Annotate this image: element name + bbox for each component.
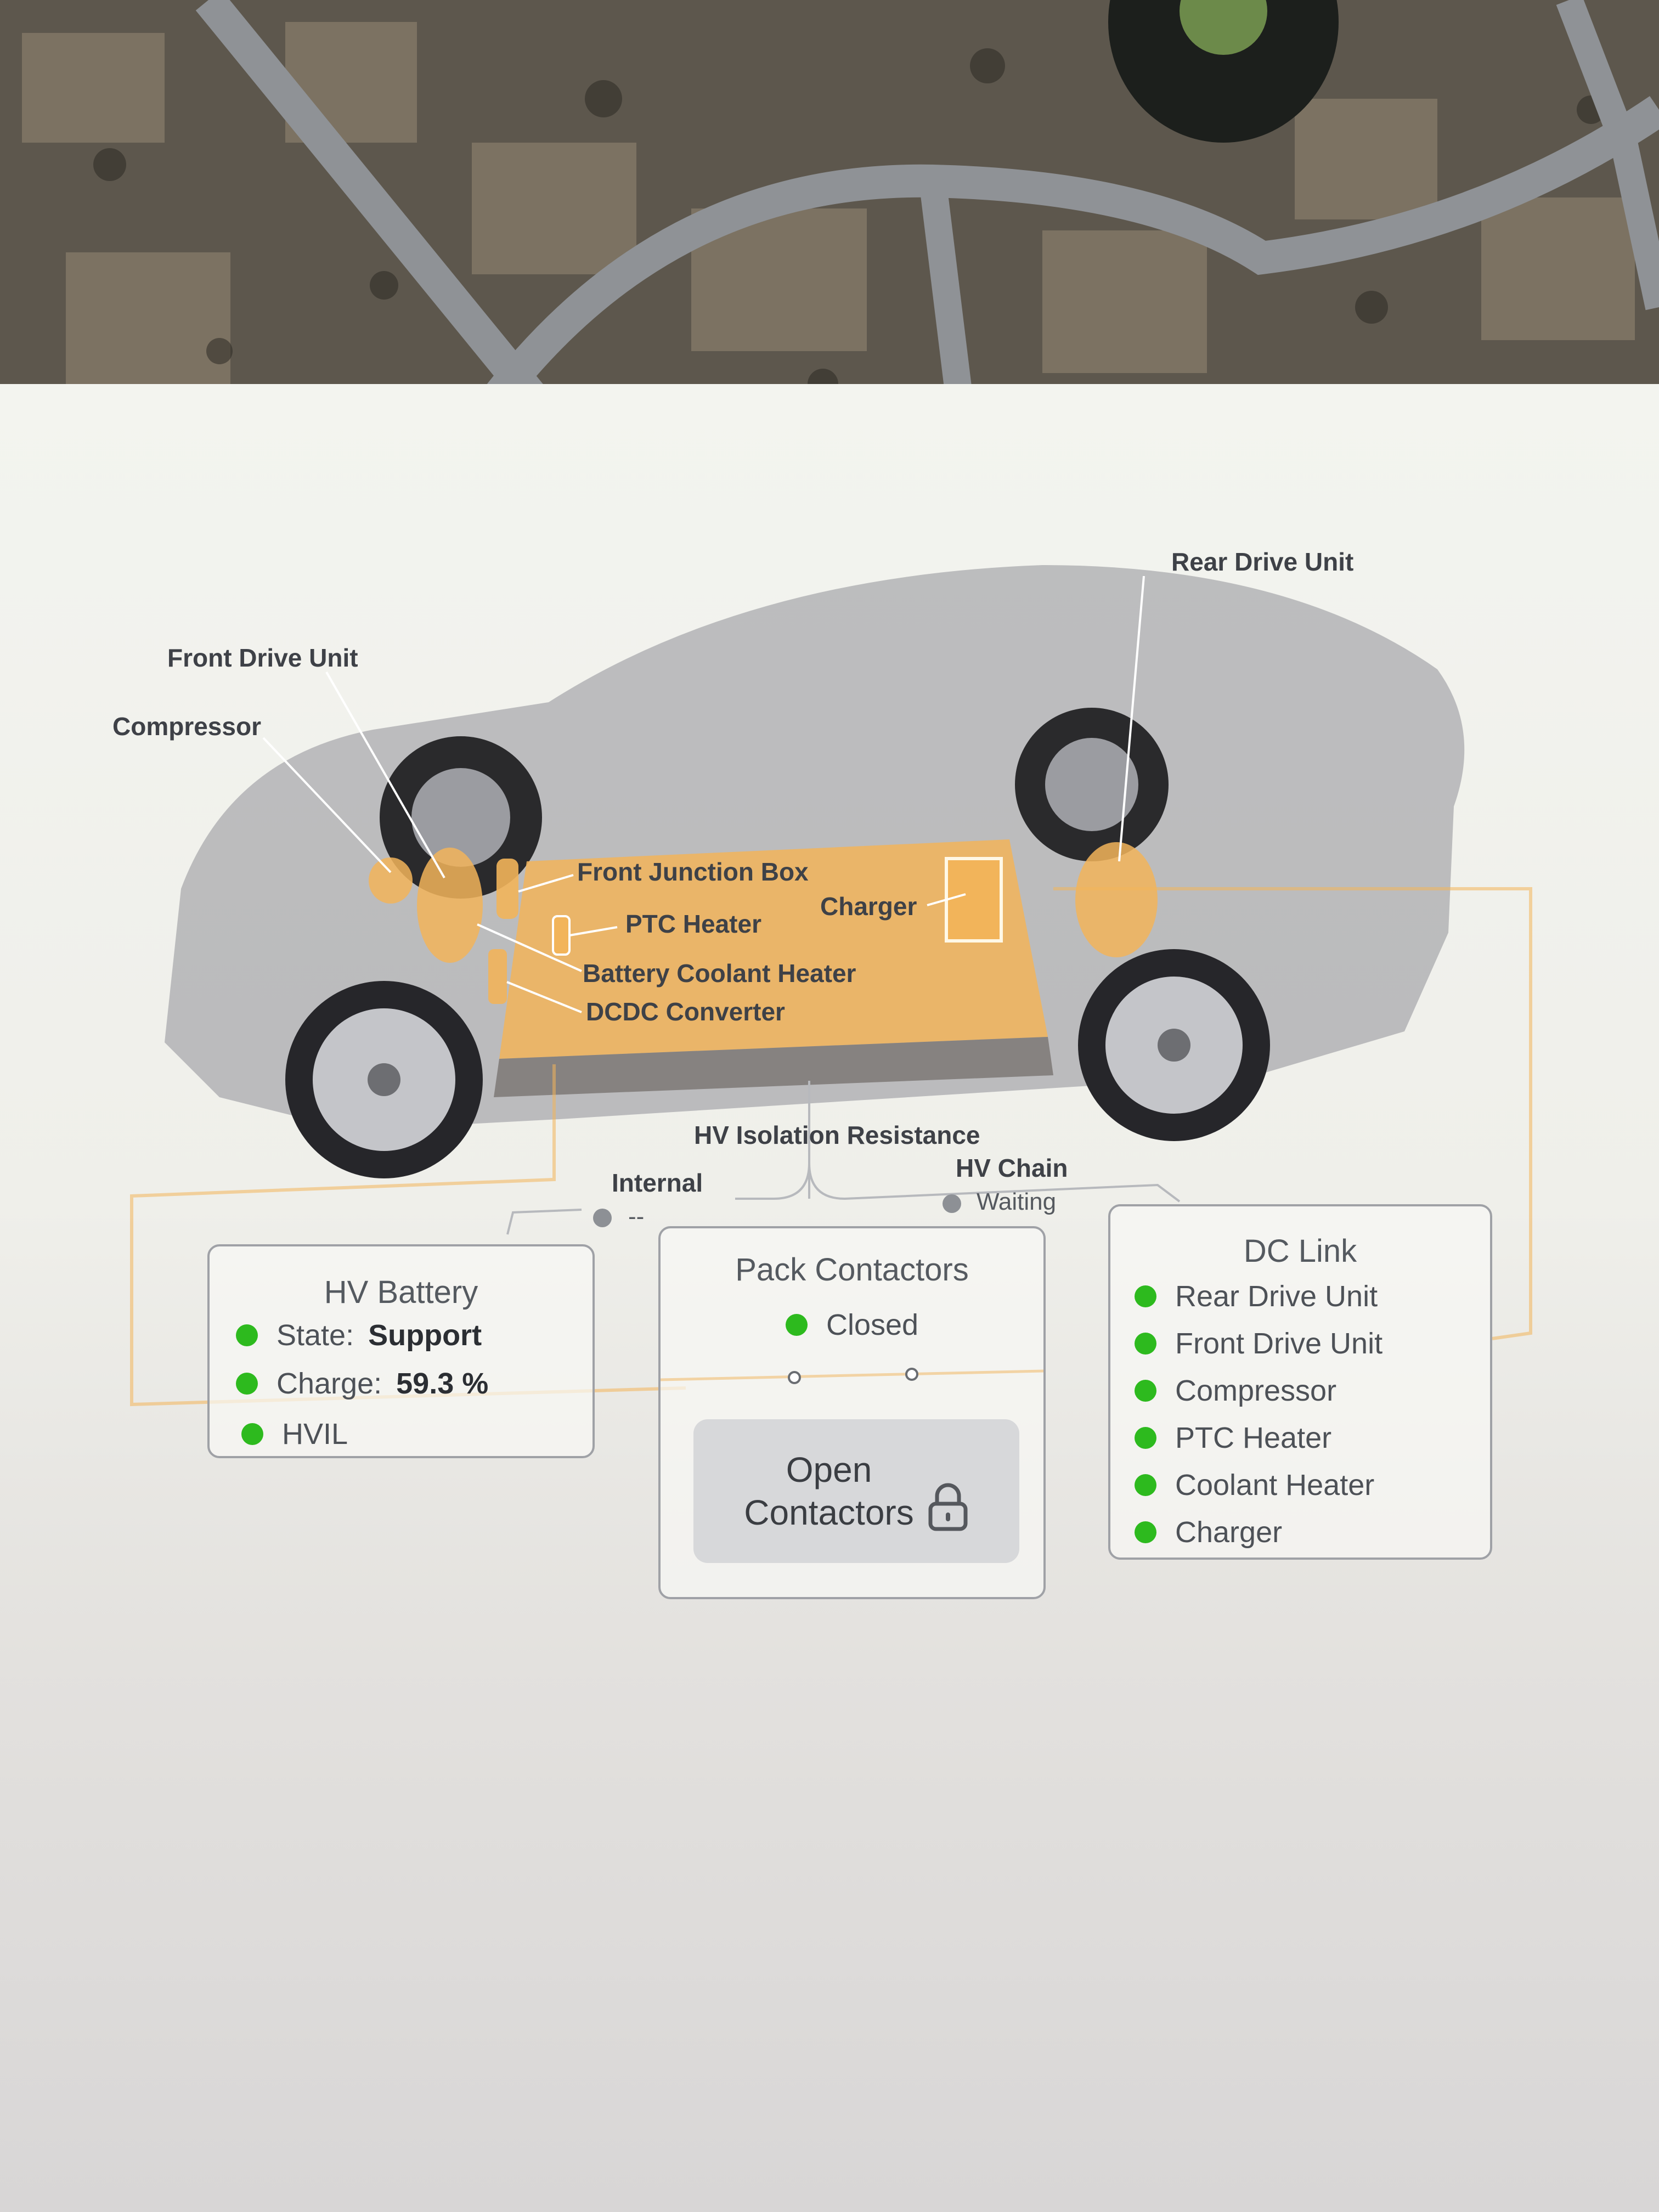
pack-contactors-panel: Pack Contactors Closed Open Contactors (658, 1226, 1046, 1599)
hv-isolation-title: HV Isolation Resistance (694, 1121, 980, 1149)
isolation-internal-dot (593, 1209, 612, 1227)
open-contactors-button[interactable]: Open Contactors (693, 1419, 1019, 1563)
pack-contactors-title: Pack Contactors (735, 1252, 969, 1288)
dc-link-item-label: Charger (1175, 1516, 1283, 1549)
open-contactors-label-line2: Contactors (744, 1493, 914, 1532)
contactors-status-row: Closed (661, 1308, 1043, 1342)
label-compressor: Compressor (112, 712, 261, 741)
front-drive-unit-shape (417, 848, 483, 963)
label-front-junction-box: Front Junction Box (577, 857, 809, 886)
dc-link-item-label: Rear Drive Unit (1175, 1280, 1378, 1313)
dc-link-item: PTC Heater (1135, 1414, 1490, 1462)
charger-shape (945, 857, 1003, 943)
contactors-status: Closed (826, 1308, 919, 1341)
dc-link-title: DC Link (1243, 1233, 1357, 1269)
ptc-heater-shape (552, 915, 571, 956)
label-dcdc-converter: DCDC Converter (586, 997, 785, 1026)
label-front-drive-unit: Front Drive Unit (167, 644, 358, 672)
rear-wheel (1078, 949, 1270, 1141)
charge-status-dot (236, 1373, 258, 1395)
isolation-hv-chain-label: HV Chain (956, 1154, 1068, 1182)
dc-link-item-label: Compressor (1175, 1374, 1337, 1407)
label-rear-drive-unit: Rear Drive Unit (1171, 548, 1353, 576)
dc-link-item-label: Coolant Heater (1175, 1469, 1375, 1502)
isolation-hv-chain-value: Waiting (977, 1188, 1056, 1215)
state-label: State: (276, 1319, 354, 1352)
dc-link-status-dot (1135, 1333, 1156, 1355)
dc-link-status-dot (1135, 1474, 1156, 1496)
label-battery-coolant-heater: Battery Coolant Heater (583, 959, 856, 988)
hv-battery-panel: HV Battery State: Support Charge: 59.3 %… (207, 1244, 595, 1458)
hv-battery-title: HV Battery (324, 1274, 478, 1310)
rear-wheel-rear (1015, 708, 1169, 861)
dc-link-panel: DC Link Rear Drive Unit Front Drive Unit… (1108, 1204, 1492, 1560)
rear-drive-unit-shape (1075, 842, 1158, 957)
dc-link-item: Coolant Heater (1135, 1462, 1490, 1509)
hv-battery-charge-row: Charge: 59.3 % (236, 1367, 592, 1401)
dc-link-list: Rear Drive Unit Front Drive Unit Compres… (1135, 1273, 1490, 1556)
isolation-internal-value: -- (628, 1203, 644, 1230)
state-value: Support (368, 1319, 482, 1352)
dc-link-item: Charger (1135, 1509, 1490, 1556)
label-charger: Charger (820, 892, 917, 921)
charge-value: 59.3 % (396, 1367, 489, 1400)
dc-link-item: Front Drive Unit (1135, 1320, 1490, 1367)
isolation-hv-chain-dot (943, 1194, 961, 1213)
contactors-status-dot (785, 1314, 808, 1336)
battery-pack (499, 839, 1048, 1059)
compressor-shape (369, 857, 413, 904)
label-ptc-heater: PTC Heater (625, 910, 761, 938)
dc-link-status-dot (1135, 1380, 1156, 1402)
dc-link-status-dot (1135, 1521, 1156, 1543)
dc-link-item: Rear Drive Unit (1135, 1273, 1490, 1320)
dcdc-converter-shape (488, 949, 507, 1004)
hv-battery-state-row: State: Support (236, 1318, 592, 1352)
charge-label: Charge: (276, 1367, 382, 1400)
hv-battery-hvil-row: HVIL (241, 1417, 592, 1451)
lock-icon (928, 1483, 968, 1531)
dc-link-status-dot (1135, 1427, 1156, 1449)
map-satellite-view[interactable] (0, 0, 1659, 450)
hvil-label: HVIL (282, 1418, 348, 1451)
dc-link-item: Compressor (1135, 1367, 1490, 1414)
front-wheel (285, 981, 483, 1178)
dc-link-item-label: Front Drive Unit (1175, 1327, 1383, 1360)
hvil-status-dot (241, 1423, 263, 1445)
dc-link-status-dot (1135, 1285, 1156, 1307)
front-junction-box-shape (496, 859, 518, 919)
isolation-internal-label: Internal (612, 1169, 703, 1197)
dc-link-item-label: PTC Heater (1175, 1421, 1332, 1454)
open-contactors-label-line1: Open (786, 1450, 872, 1489)
state-status-dot (236, 1324, 258, 1346)
contactor-switch-diagram (661, 1368, 1043, 1384)
front-wheel-rear (380, 736, 542, 899)
